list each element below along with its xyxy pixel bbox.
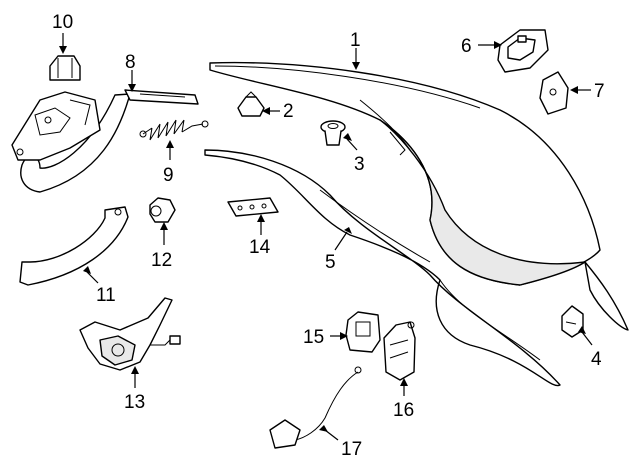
- callout-14: 14: [249, 237, 271, 258]
- callout-12: 12: [151, 250, 172, 271]
- leader-lines: [59, 33, 593, 441]
- callout-2: 2: [283, 101, 294, 122]
- part-14-plate[interactable]: [227, 197, 279, 217]
- part-8-hinge-arm[interactable]: [20, 89, 199, 193]
- callout-3: 3: [354, 154, 365, 175]
- callout-6: 6: [461, 36, 472, 57]
- callout-16: 16: [393, 400, 414, 421]
- callout-7: 7: [594, 81, 605, 102]
- callout-8: 8: [125, 52, 136, 73]
- callout-1: 1: [350, 30, 361, 51]
- callout-13: 13: [124, 392, 145, 413]
- part-9-spring[interactable]: [139, 119, 209, 141]
- callout-4: 4: [591, 349, 602, 370]
- part-1-trunk-lid[interactable]: [209, 61, 629, 331]
- part-3-grommet[interactable]: [320, 120, 346, 146]
- callout-5: 5: [325, 252, 336, 273]
- part-16-lock-motor[interactable]: [383, 321, 416, 381]
- part-7-bracket[interactable]: [539, 71, 569, 115]
- callout-17: 17: [341, 439, 362, 460]
- part-11-seal[interactable]: [19, 206, 129, 286]
- part-17-cable[interactable]: [269, 366, 362, 449]
- callout-10: 10: [52, 12, 73, 33]
- callout-9: 9: [163, 165, 174, 186]
- callout-11: 11: [96, 285, 116, 306]
- hinge-assembly[interactable]: [11, 91, 101, 161]
- part-13-latch[interactable]: [79, 297, 181, 371]
- part-15-actuator[interactable]: [345, 311, 381, 353]
- part-2-bumper[interactable]: [237, 91, 265, 117]
- part-5-inner-panel[interactable]: [204, 149, 561, 387]
- part-6-striker[interactable]: [497, 29, 549, 73]
- callout-15: 15: [303, 327, 324, 348]
- part-12-bumper[interactable]: [149, 197, 176, 223]
- part-10-clip[interactable]: [49, 55, 81, 81]
- callouts: 1 2 3 4 5 6 7 8 9 10 11 12 13 14 15 16 1…: [52, 12, 605, 460]
